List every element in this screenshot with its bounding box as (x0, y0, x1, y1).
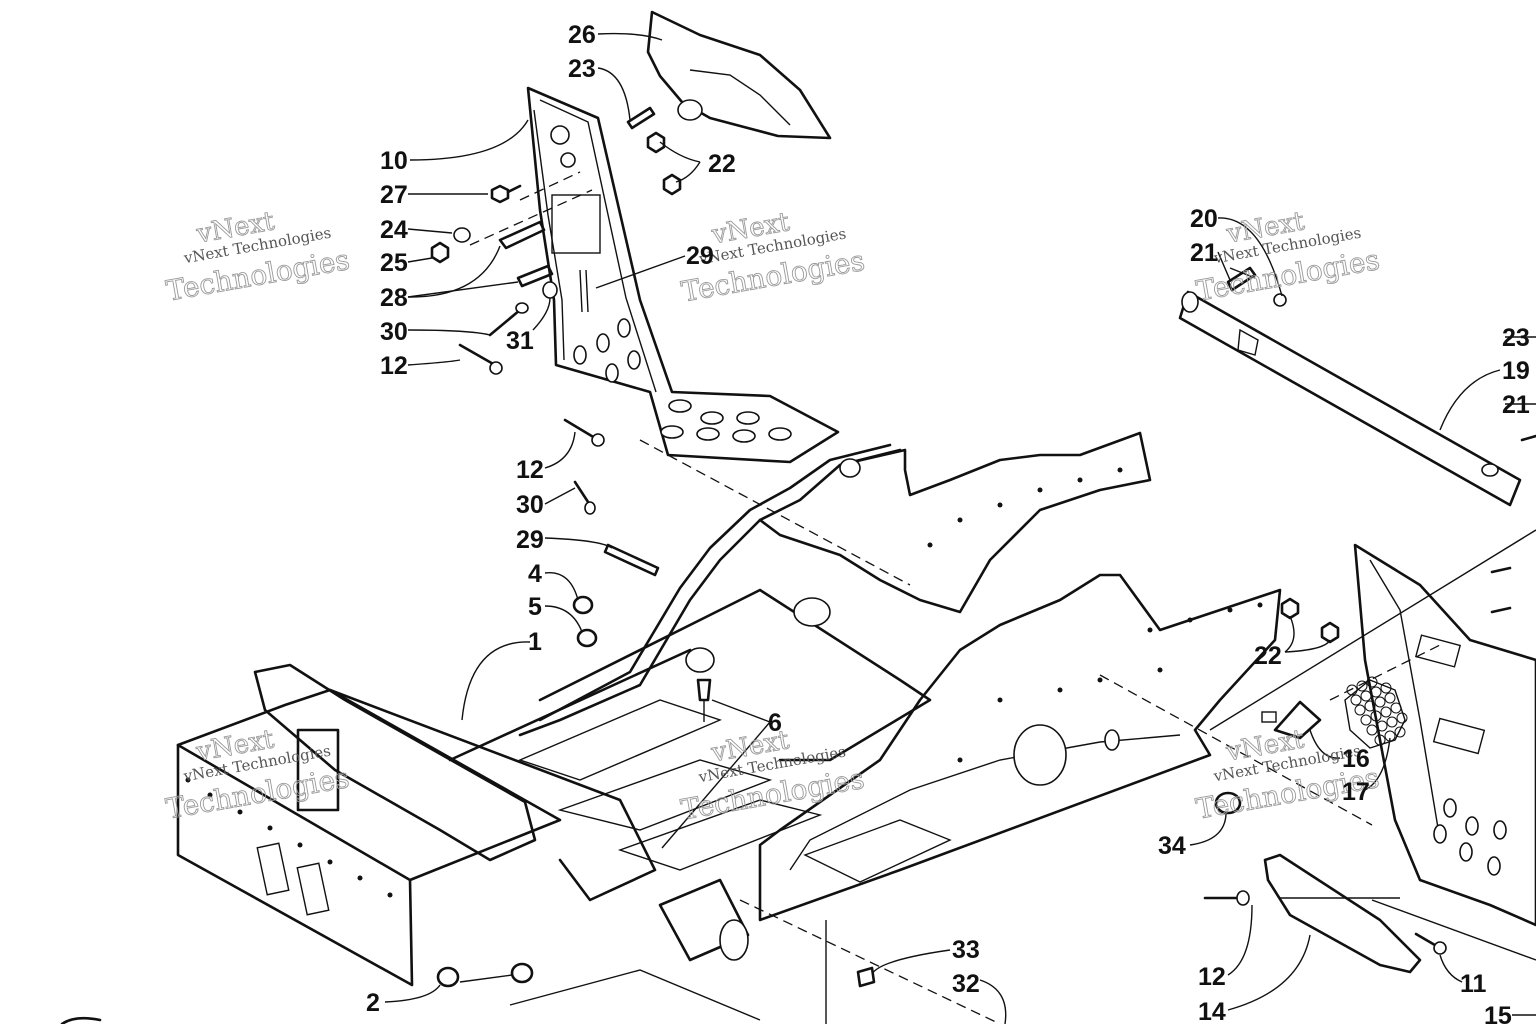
callout-28: 28 (380, 284, 408, 312)
partial-part-bottom-left (60, 1016, 102, 1024)
callout-21-top: 21 (1190, 239, 1218, 267)
callout-32: 32 (952, 970, 980, 998)
callout-29-top: 29 (686, 242, 714, 270)
callout-1: 1 (528, 628, 542, 656)
callout-17: 17 (1342, 778, 1370, 806)
callout-11: 11 (1460, 970, 1487, 998)
steering-shaft (1178, 267, 1522, 507)
callout-20: 20 (1190, 205, 1218, 233)
main-frame (176, 431, 1282, 1021)
callout-23-right: 23 (1502, 324, 1530, 352)
callout-24: 24 (380, 216, 408, 244)
callout-12-right: 12 (1198, 963, 1226, 991)
callout-22-top: 22 (708, 150, 736, 178)
callout-22-right: 22 (1254, 642, 1282, 670)
callout-5: 5 (528, 593, 542, 621)
side-panel-right (1344, 543, 1536, 927)
callout-6: 6 (768, 709, 782, 737)
dash-cover (646, 10, 832, 140)
assembly-lines (469, 171, 1536, 1024)
fasteners (430, 106, 1536, 988)
callout-23-top: 23 (568, 55, 596, 83)
leader-lines (384, 32, 1536, 1024)
callout-12-top: 12 (380, 352, 408, 380)
bracket-14 (1263, 853, 1422, 974)
heat-shield-mesh (1346, 676, 1408, 746)
callout-15: 15 (1484, 1002, 1512, 1024)
callout-33: 33 (952, 936, 980, 964)
callout-34: 34 (1158, 832, 1186, 860)
callout-31: 31 (506, 327, 534, 355)
bracket-16 (1261, 700, 1322, 740)
callout-30-middle: 30 (516, 491, 544, 519)
callout-4: 4 (528, 560, 542, 588)
watermark-top-right: vNext vNext Technologies Technologies (1193, 206, 1382, 308)
callout-30-top: 30 (380, 318, 408, 346)
callout-19: 19 (1502, 357, 1530, 385)
callout-2: 2 (366, 989, 380, 1017)
callout-26-top: 26 (568, 21, 596, 49)
watermark-top-left: vNext vNext Technologies Technologies (163, 206, 352, 308)
callout-16: 16 (1342, 745, 1370, 773)
callout-29-middle: 29 (516, 526, 544, 554)
callout-14: 14 (1198, 998, 1226, 1024)
callout-25: 25 (380, 249, 408, 277)
callout-10: 10 (380, 147, 408, 175)
callout-27: 27 (380, 181, 408, 209)
callout-21-right: 21 (1502, 391, 1530, 419)
callout-labels: 26 23 10 22 27 24 25 28 29 30 31 12 12 3… (366, 21, 1530, 1024)
callout-12-middle: 12 (516, 456, 544, 484)
steering-support-panel (526, 86, 840, 464)
